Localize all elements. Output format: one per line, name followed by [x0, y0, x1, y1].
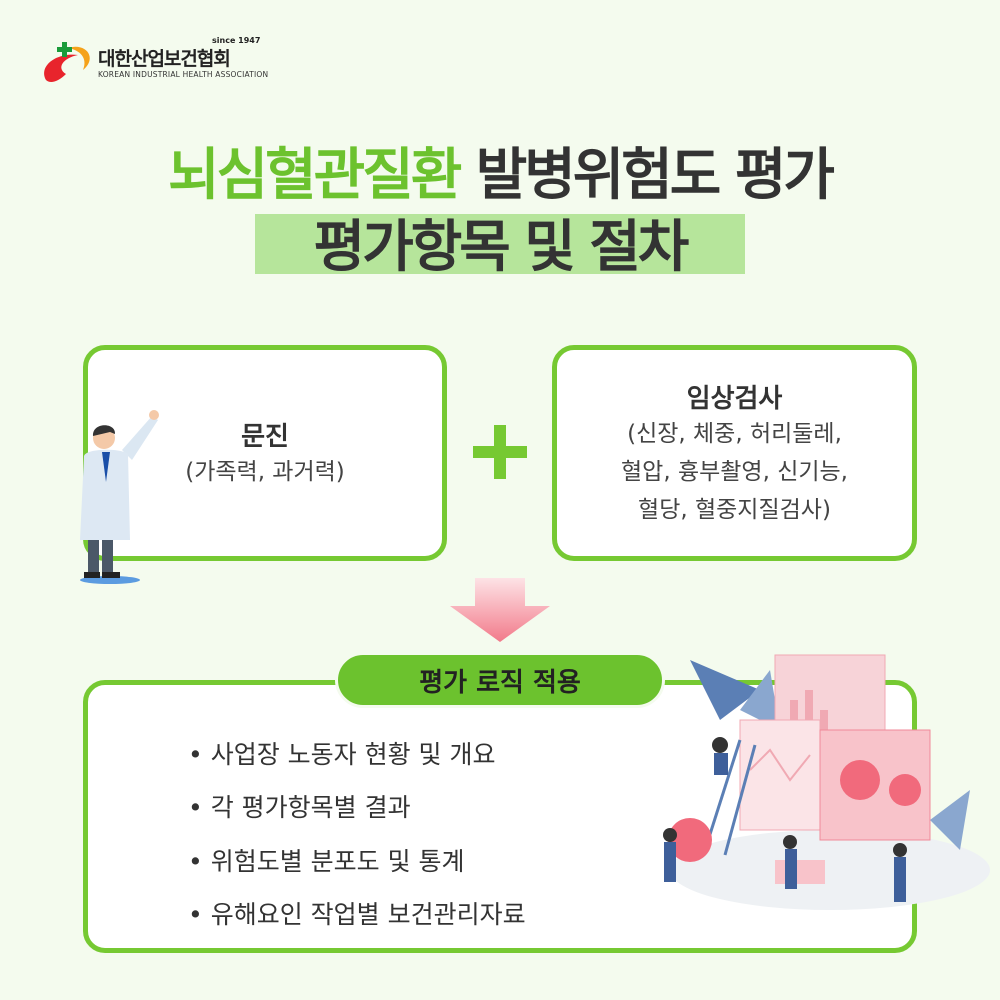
- doctor-illustration-icon: [80, 410, 159, 584]
- clinical-test-title: 임상검사: [686, 383, 783, 414]
- clinical-test-box: 임상검사 (신장, 체중, 허리둘레, 혈압, 흉부촬영, 신기능, 혈당, 혈…: [552, 345, 917, 561]
- interview-box: 문진 (가족력, 과거력): [83, 345, 447, 561]
- logic-list-item: • 위험도별 분포도 및 통계: [188, 846, 465, 876]
- logo-name-english: KOREAN INDUSTRIAL HEALTH ASSOCIATION: [98, 70, 269, 79]
- clinical-test-line: 혈압, 흉부촬영, 신기능,: [621, 458, 848, 485]
- logo-since: since 1947: [212, 36, 261, 45]
- page-title-line1: 뇌심혈관질환 발병위험도 평가: [0, 130, 1000, 211]
- logic-list-item: • 사업장 노동자 현황 및 개요: [188, 740, 496, 769]
- title-highlight: 뇌심혈관질환: [168, 143, 462, 208]
- logic-list-item: • 유해요인 작업별 보건관리자료: [188, 899, 526, 929]
- interview-subtitle: (가족력, 과거력): [185, 458, 345, 485]
- plus-icon: [473, 425, 527, 479]
- logo-name-korean: 대한산업보건협회: [98, 48, 231, 70]
- interview-title: 문진: [241, 421, 289, 452]
- clinical-test-line: (신장, 체중, 허리둘레,: [627, 420, 842, 447]
- page-title-line2: 평가항목 및 절차: [313, 215, 690, 280]
- arrow-down-icon: [450, 578, 550, 642]
- title-highlight-bar: [255, 214, 745, 274]
- data-analysis-illustration-icon: [663, 654, 990, 910]
- logic-list-item: • 각 평가항목별 결과: [188, 793, 411, 823]
- evaluation-logic-label: 평가 로직 적용: [335, 652, 665, 708]
- clinical-test-line: 혈당, 혈중지질검사): [638, 496, 831, 523]
- logo-emblem-icon: [44, 42, 90, 82]
- title-rest: 발병위험도 평가: [459, 143, 835, 208]
